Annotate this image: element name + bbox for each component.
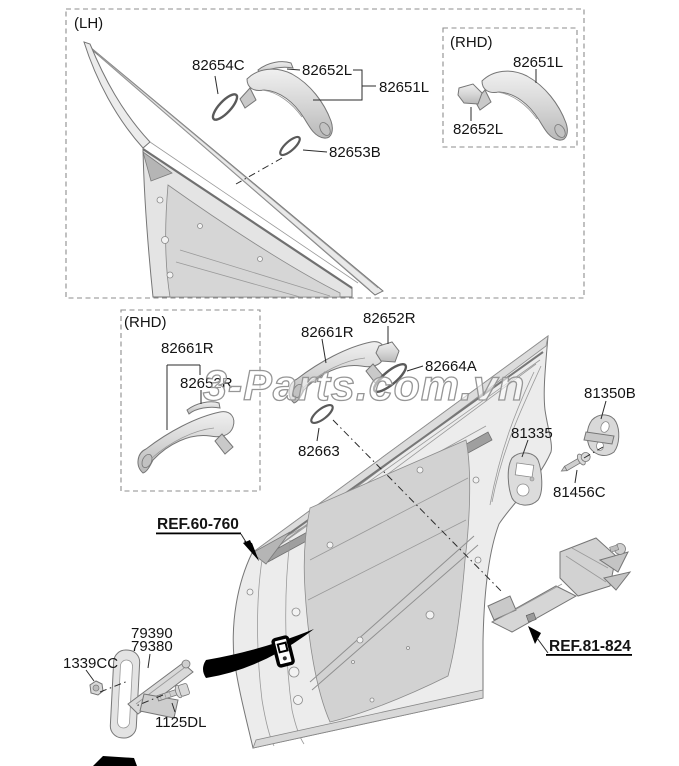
- part-label-79390: 79390: [131, 625, 173, 642]
- ref-label-81-824: REF.81-824: [549, 638, 631, 655]
- nut-dash-line: [99, 680, 129, 693]
- bolt-part: [156, 683, 190, 702]
- screw-dash-line: [583, 446, 604, 459]
- gasket-to-lock-dash-line: [332, 419, 504, 594]
- rhd-top-box-label: (RHD): [450, 34, 493, 51]
- rhd-mid-handle-part: [137, 411, 235, 474]
- front-door-art: [232, 334, 552, 749]
- ref-label-60-760: REF.60-760: [157, 516, 239, 533]
- part-label-82652R-mid: 82652R: [180, 375, 233, 392]
- part-label-81350B: 81350B: [584, 385, 636, 402]
- rhd-mid-box-label: (RHD): [124, 314, 167, 331]
- ref-door-callout: REF.60-760: [156, 516, 259, 561]
- rhd-top-handle-part: [474, 70, 568, 141]
- bolt-dash-line: [135, 694, 164, 707]
- ref-lock-callout: REF.81-824: [528, 626, 632, 656]
- rhd-top-assembly-box: (RHD) 82651L 82652L: [442, 27, 578, 148]
- part-label-82661R-main: 82661R: [301, 324, 354, 341]
- rhd-top-box-border: [442, 27, 578, 148]
- lh-gasket-part: [279, 135, 301, 157]
- lock-mechanism-art: [487, 537, 632, 633]
- part-label-81456C: 81456C: [553, 484, 606, 501]
- part-label-82663: 82663: [298, 443, 340, 460]
- part-label-82664A: 82664A: [425, 358, 477, 375]
- part-label-82661R-mid: 82661R: [161, 340, 214, 357]
- part-label-82651L-rhd: 82651L: [513, 54, 563, 71]
- bottom-partial-arrow: [93, 756, 137, 766]
- part-label-82653B: 82653B: [329, 144, 381, 161]
- part-label-82652L-rhd: 82652L: [453, 121, 503, 138]
- watermark-text: 3-Parts.com.vn: [203, 362, 525, 410]
- lh-handle-part: [239, 68, 333, 139]
- lh-assembly-box: (LH) 82654C 82652L 82651L 82653B (RHD) 8…: [65, 8, 585, 299]
- rhd-mid-box-border: [120, 309, 261, 492]
- part-label-1339CC: 1339CC: [63, 655, 118, 672]
- door-checker-art: [109, 649, 194, 739]
- guide-plate-part: [507, 452, 543, 506]
- part-label-82652L-lh: 82652L: [302, 62, 352, 79]
- part-label-82652R-main: 82652R: [363, 310, 416, 327]
- screw-part: [560, 452, 591, 472]
- nut-part: [89, 680, 104, 696]
- lh-seal-part: [211, 93, 239, 121]
- striker-bracket-part: [583, 414, 620, 456]
- rhd-top-cover-part: [457, 83, 483, 105]
- part-label-82654C: 82654C: [192, 57, 245, 74]
- main-cover-part: [375, 341, 400, 363]
- main-seal-part: [372, 363, 408, 393]
- lh-box-label: (LH): [74, 15, 103, 32]
- part-label-81335: 81335: [511, 425, 553, 442]
- part-label-82651L-lh: 82651L: [379, 79, 429, 96]
- rhd-mid-assembly-box: (RHD) 82661R 82652R: [120, 309, 261, 492]
- rhd-mid-cover-part: [186, 401, 221, 415]
- part-label-79380: 79380: [131, 638, 173, 655]
- lh-box-border: [65, 8, 585, 299]
- part-label-1125DL: 1125DL: [155, 714, 206, 731]
- handle-hole-highlight: [271, 635, 295, 668]
- main-gasket-part: [310, 403, 334, 425]
- lh-gasket-dash-line: [235, 157, 283, 185]
- lh-door-art: [83, 41, 384, 298]
